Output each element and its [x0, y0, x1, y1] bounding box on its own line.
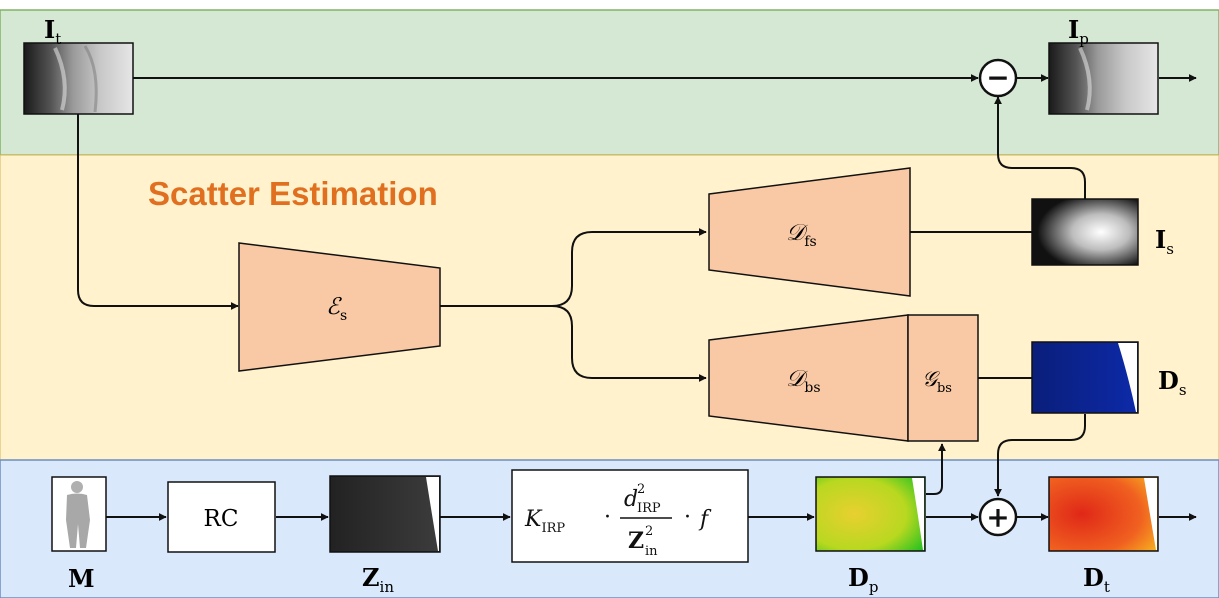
svg-text:d: d	[624, 487, 638, 512]
is-image	[1031, 198, 1139, 266]
formula-text: KIRP · d 2 IRP Z 2 in · f	[524, 482, 712, 559]
it-image	[23, 42, 134, 115]
it-label: It	[44, 15, 61, 48]
encoder-label: ℰs	[326, 294, 347, 324]
dp-label: Dp	[848, 563, 878, 596]
svg-text:2: 2	[637, 482, 645, 497]
dp-image	[815, 476, 926, 552]
svg-text:·: ·	[684, 505, 691, 530]
encoder-to-dbs-line	[551, 305, 707, 382]
encoder-block	[238, 242, 441, 372]
encoder-to-dfs-line	[440, 228, 707, 307]
svg-text:2: 2	[645, 524, 653, 539]
decoder-fs-label: 𝒟fs	[786, 220, 817, 250]
middle-band	[0, 154, 1219, 461]
is-to-minus-line	[994, 96, 1086, 199]
m-label: M	[68, 564, 95, 593]
svg-text:Z: Z	[628, 528, 644, 554]
zin-image	[329, 475, 441, 553]
rc-label: RC	[204, 506, 239, 532]
svg-text:IRP: IRP	[637, 501, 661, 516]
svg-text:+: +	[986, 501, 1009, 534]
rc-block	[167, 481, 276, 553]
decoder-bs-label: 𝒟bs	[786, 366, 821, 396]
ds-label: Ds	[1158, 366, 1187, 399]
ds-image	[1031, 341, 1139, 414]
plus-operator: +	[978, 497, 1018, 537]
it-to-encoder-line	[77, 113, 239, 310]
m-image	[51, 476, 107, 552]
g-bs-label: 𝒢bs	[922, 367, 952, 396]
ip-image	[1048, 42, 1159, 115]
svg-text:−: −	[986, 61, 1009, 94]
formula-block	[511, 469, 749, 563]
dt-image	[1048, 476, 1159, 552]
minus-operator: −	[978, 58, 1018, 98]
is-label: Is	[1155, 225, 1174, 258]
scatter-estimation-title: Scatter Estimation	[148, 175, 438, 212]
ds-to-plus-line	[994, 414, 1086, 497]
g-bs-block	[907, 314, 979, 442]
dp-to-gbs-line	[926, 443, 946, 495]
zin-label: Zin	[362, 563, 394, 596]
svg-text:in: in	[645, 544, 658, 559]
top-band	[0, 9, 1219, 156]
ip-label: Ip	[1068, 15, 1089, 48]
svg-text:·: ·	[604, 505, 611, 530]
svg-text:KIRP: KIRP	[524, 507, 565, 536]
dt-label: Dt	[1083, 563, 1110, 596]
decoder-fs-block	[708, 167, 911, 297]
